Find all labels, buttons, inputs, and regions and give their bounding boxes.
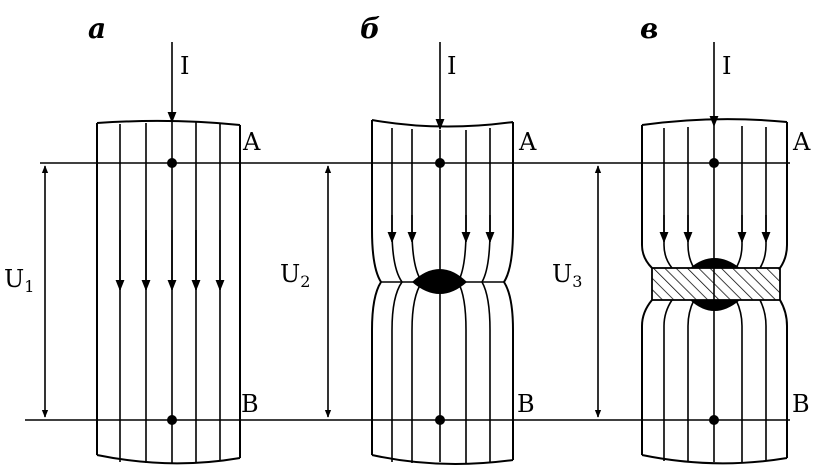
point-b-dot (709, 415, 719, 425)
panel-b: б I A B U2 (280, 12, 537, 465)
point-a-dot (709, 158, 719, 168)
panel-a: a I A B U1 (4, 12, 261, 465)
point-a-label: A (792, 128, 811, 156)
point-a-label: A (242, 128, 261, 156)
point-b-label: B (517, 390, 535, 418)
panel-v: в I A B U3 (552, 12, 811, 465)
point-b-dot (167, 415, 177, 425)
current-lines (115, 122, 225, 464)
contact-spot (690, 258, 740, 268)
current-lines (387, 128, 495, 463)
panel-label: a (88, 12, 106, 45)
current-label: I (180, 52, 189, 80)
point-a-dot (435, 158, 445, 168)
point-b-label: B (241, 390, 259, 418)
point-a-dot (167, 158, 177, 168)
point-a-label: A (518, 128, 537, 156)
film-layer (651, 267, 781, 301)
point-b-label: B (792, 390, 810, 418)
contact-spot (412, 269, 467, 294)
voltage-label: U2 (280, 260, 310, 291)
point-b-dot (435, 415, 445, 425)
panel-label: б (360, 12, 380, 45)
panel-label: в (640, 12, 658, 45)
current-label: I (722, 52, 731, 80)
current-label: I (447, 52, 456, 80)
conductor-strip (96, 119, 241, 465)
contact-spot-lower (690, 300, 740, 311)
voltage-label: U1 (4, 265, 34, 296)
voltage-label: U3 (552, 260, 582, 291)
